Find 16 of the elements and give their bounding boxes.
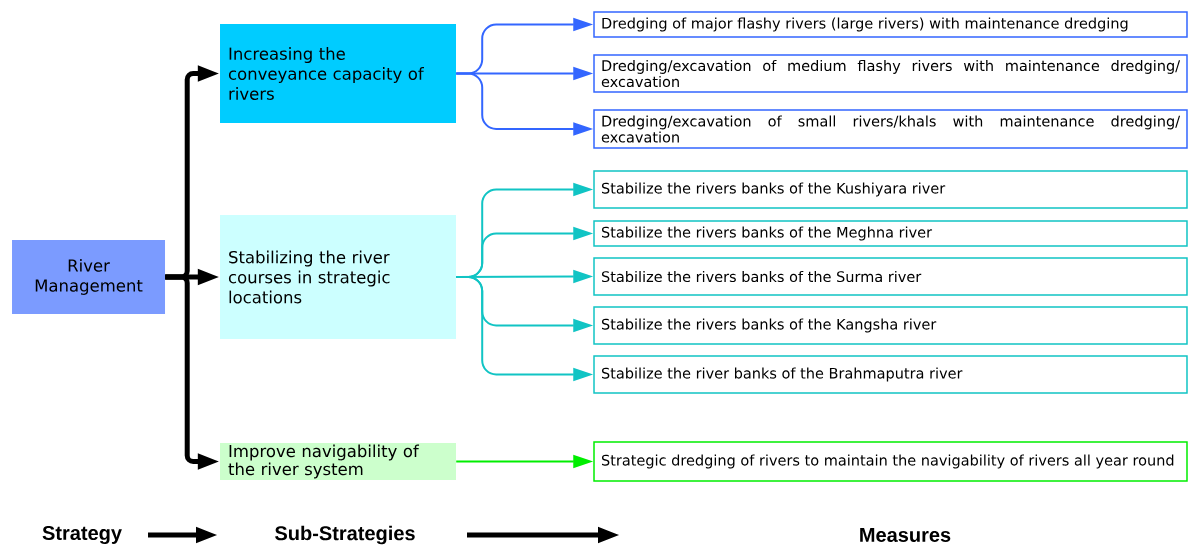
column-heading: Measures bbox=[860, 528, 951, 542]
sub-strategy-box: Increasing the conveyance capacity of rivers bbox=[220, 24, 456, 123]
measure-box: Stabilize the rivers banks of the Kushiyara river bbox=[593, 170, 1188, 209]
column-heading: Sub-Strategies bbox=[275, 525, 415, 545]
strategy-box: River Management bbox=[12, 240, 165, 314]
sub-strategy-box: Improve navigability of the river system bbox=[220, 443, 456, 480]
measure-box: Stabilize the rivers banks of the Meghna river bbox=[593, 220, 1188, 247]
measure-box: Dredging/excavation of small rivers/khals with maintenance dredging/ excavation bbox=[593, 109, 1188, 149]
measure-box: Stabilize the rivers banks of the Surma river bbox=[593, 257, 1188, 296]
measure-box: Dredging of major flashy rivers (large rivers) with maintenance dredging bbox=[593, 11, 1188, 38]
measure-box: Strategic dredging of rivers to maintain the navigability of rivers all year round bbox=[593, 441, 1188, 482]
column-heading: Strategy bbox=[42, 525, 122, 545]
sub-strategy-box: Stabilizing the river courses in strategic locations bbox=[220, 215, 456, 339]
measure-box: Stabilize the rivers banks of the Kangsha river bbox=[593, 306, 1188, 345]
measure-box: Dredging/excavation of medium flashy rivers with maintenance dredging/ excavation bbox=[593, 54, 1188, 93]
measure-box: Stabilize the river banks of the Brahmaputra river bbox=[593, 355, 1188, 394]
